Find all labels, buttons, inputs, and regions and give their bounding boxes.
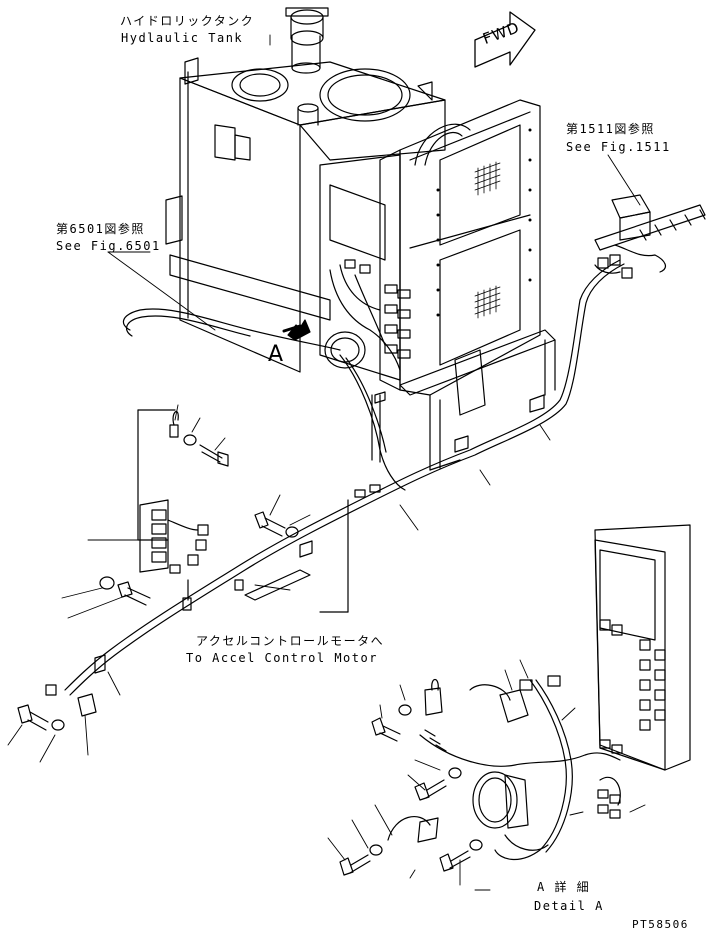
fwd-arrow-icon bbox=[474, 11, 536, 68]
drawing-code: PT58506 bbox=[632, 918, 689, 931]
leader-lines bbox=[7, 34, 646, 891]
hydraulic-tank-label-jp: ハイドロリックタンク bbox=[120, 14, 255, 28]
fig1511-bracket bbox=[594, 194, 706, 273]
accel-motor-label-jp: アクセルコントロールモータへ bbox=[196, 634, 385, 648]
main-harness bbox=[45, 254, 633, 696]
detail-a-label-jp: A 詳 細 bbox=[537, 880, 591, 894]
detail-a-panel bbox=[339, 524, 691, 876]
left-parts bbox=[17, 409, 299, 731]
fig6501-reference-en: See Fig.6501 bbox=[56, 239, 161, 253]
hydraulic-tank-label-en: Hydlaulic Tank bbox=[121, 31, 244, 45]
view-a-label: A bbox=[268, 342, 284, 367]
controller-unit bbox=[169, 99, 556, 471]
accel-motor-label-en: To Accel Control Motor bbox=[186, 651, 378, 665]
fig6501-reference-jp: 第6501図参照 bbox=[56, 222, 145, 236]
fig1511-reference-jp: 第1511図参照 bbox=[566, 122, 655, 136]
fig1511-reference-en: See Fig.1511 bbox=[566, 140, 671, 154]
view-arrow-icon bbox=[282, 319, 311, 341]
hydraulic-tank bbox=[165, 7, 446, 373]
detail-a-label-en: Detail A bbox=[534, 899, 604, 913]
